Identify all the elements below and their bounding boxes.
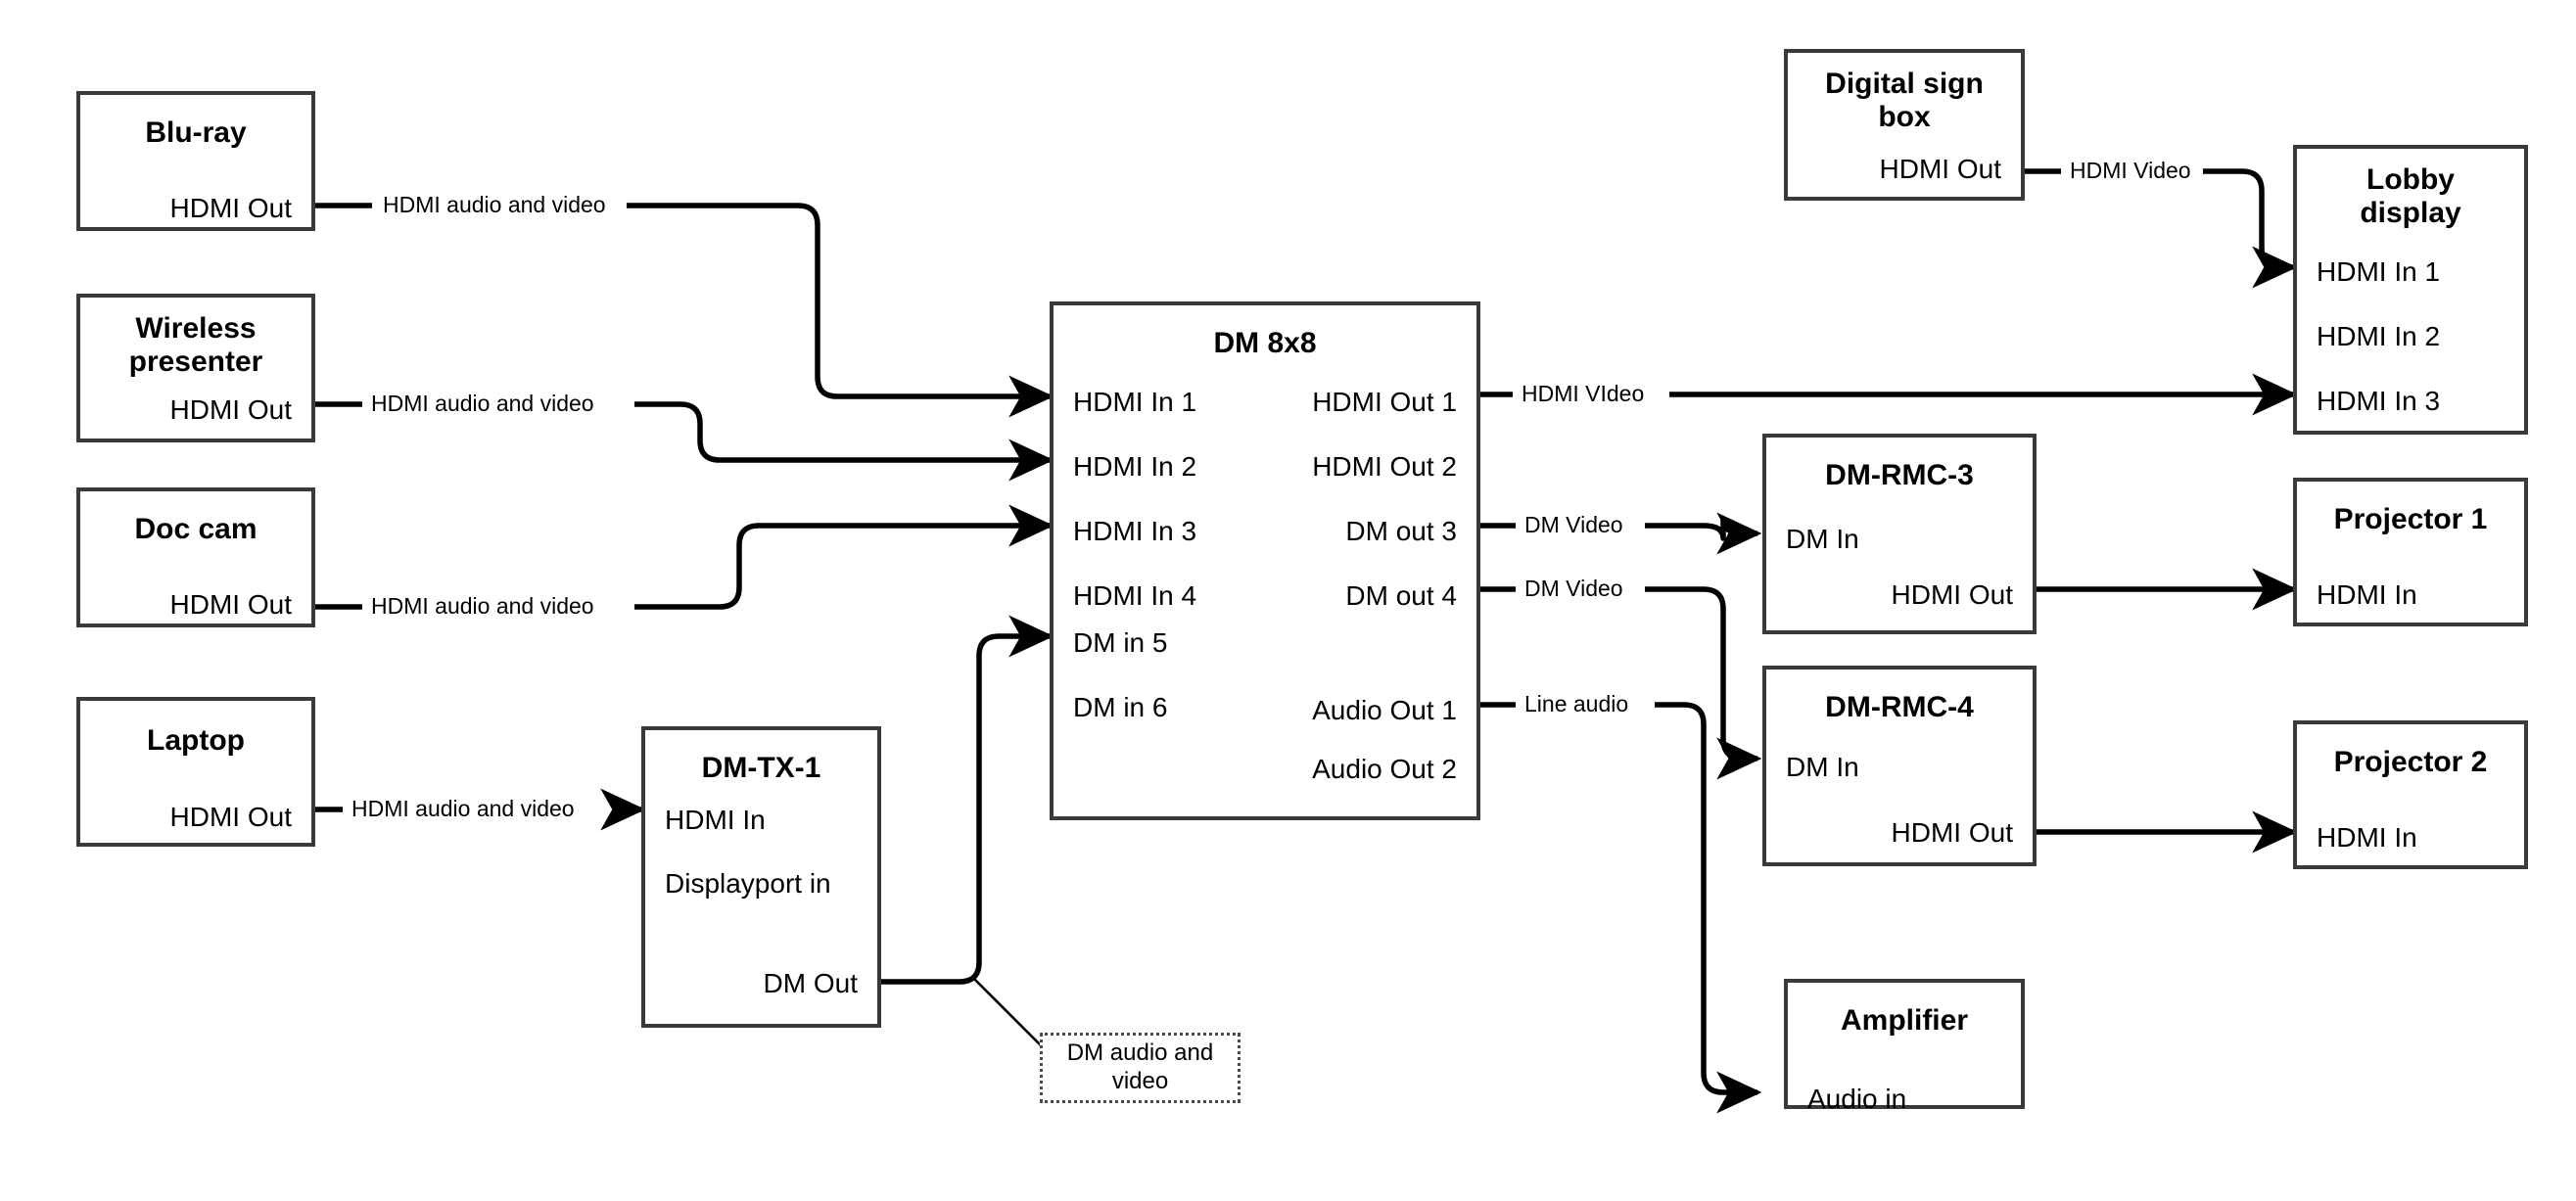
node-dm-8x8-output-hdmi-out-2: HDMI Out 2 bbox=[1312, 451, 1457, 482]
node-dm-8x8-output-hdmi-out-1: HDMI Out 1 bbox=[1312, 387, 1457, 417]
node-dm-rmc-4-port-hdmi-out: HDMI Out bbox=[1891, 817, 2013, 848]
node-dm-rmc-4-title: DM-RMC-4 bbox=[1825, 691, 1974, 723]
node-dm-8x8-output-dm-out-4: DM out 4 bbox=[1345, 580, 1457, 611]
node-dm-8x8-input-dm-in-5: DM in 5 bbox=[1073, 627, 1168, 658]
node-doc-cam-title: Doc cam bbox=[134, 513, 258, 545]
node-dm-8x8-input-hdmi-in-2: HDMI In 2 bbox=[1073, 451, 1197, 482]
node-lobby-display-title: Lobby display bbox=[2360, 163, 2461, 229]
node-wireless-presenter-port-hdmi-out: HDMI Out bbox=[169, 394, 292, 425]
node-dm-rmc-3-port-hdmi-out: HDMI Out bbox=[1891, 579, 2013, 610]
node-digital-sign-box-port-hdmi-out: HDMI Out bbox=[1879, 154, 2001, 184]
node-lobby-display-port-hdmi-in-3: HDMI In 3 bbox=[2317, 386, 2441, 416]
node-laptop-port-hdmi-out: HDMI Out bbox=[169, 802, 292, 832]
node-bluray-port-hdmi-out: HDMI Out bbox=[169, 193, 292, 223]
node-dm-rmc-4[interactable]: DM-RMC-4 DM In HDMI Out bbox=[1762, 666, 2037, 866]
node-lobby-display[interactable]: Lobby display HDMI In 1 HDMI In 2 HDMI I… bbox=[2293, 145, 2528, 435]
node-dm-8x8-output-dm-out-3: DM out 3 bbox=[1345, 516, 1457, 546]
callout-dm-audio-and-video-label: DM audio and video bbox=[1066, 1039, 1214, 1094]
edge-label-doccam-to-hdmi-in-3: HDMI audio and video bbox=[366, 595, 599, 618]
callout-dm-audio-and-video: DM audio and video bbox=[1040, 1033, 1241, 1103]
node-amplifier-title: Amplifier bbox=[1840, 1004, 1969, 1037]
node-dm-rmc-3[interactable]: DM-RMC-3 DM In HDMI Out bbox=[1762, 434, 2037, 634]
node-doc-cam-port-hdmi-out: HDMI Out bbox=[169, 589, 292, 620]
edge-label-bluray-to-hdmi-in-1: HDMI audio and video bbox=[378, 194, 611, 216]
node-projector-2-title: Projector 2 bbox=[2333, 746, 2488, 778]
edge-label-dm-out-4-to-rmc4: DM Video bbox=[1520, 577, 1628, 600]
node-dm-8x8-input-hdmi-in-1: HDMI In 1 bbox=[1073, 387, 1197, 417]
edge-label-hdmi-out-1-to-lobby: HDMI VIdeo bbox=[1517, 383, 1650, 405]
node-dm-rmc-4-port-dm-in: DM In bbox=[1786, 752, 1859, 782]
wire-dmtx-to-dm-in-5 bbox=[881, 615, 1054, 985]
wire-bluray-to-hdmi-in-1 bbox=[315, 203, 1050, 396]
node-lobby-display-port-hdmi-in-2: HDMI In 2 bbox=[2317, 321, 2441, 351]
node-dm-8x8-title: DM 8x8 bbox=[1213, 327, 1317, 359]
node-dm-tx-1-port-displayport-in: Displayport in bbox=[665, 868, 831, 899]
node-bluray-title: Blu-ray bbox=[145, 116, 247, 149]
node-dm-8x8-output-audio-out-1: Audio Out 1 bbox=[1312, 695, 1457, 725]
wire-dm-out-4-to-rmc4 bbox=[1480, 586, 1757, 759]
node-dm-tx-1-port-hdmi-in: HDMI In bbox=[665, 805, 766, 835]
node-digital-sign-box[interactable]: Digital sign box HDMI Out bbox=[1784, 49, 2025, 201]
node-projector-2-port-hdmi-in: HDMI In bbox=[2317, 822, 2417, 853]
node-doc-cam[interactable]: Doc cam HDMI Out bbox=[76, 487, 315, 627]
node-dm-tx-1[interactable]: DM-TX-1 HDMI In Displayport in DM Out bbox=[641, 726, 881, 1028]
node-laptop[interactable]: Laptop HDMI Out bbox=[76, 697, 315, 847]
node-bluray[interactable]: Blu-ray HDMI Out bbox=[76, 91, 315, 231]
node-projector-1-title: Projector 1 bbox=[2333, 503, 2488, 535]
node-dm-rmc-3-title: DM-RMC-3 bbox=[1825, 459, 1974, 491]
node-projector-2[interactable]: Projector 2 HDMI In bbox=[2293, 720, 2528, 869]
edge-label-dm-out-3-to-rmc3: DM Video bbox=[1520, 514, 1628, 536]
node-wireless-presenter[interactable]: Wireless presenter HDMI Out bbox=[76, 294, 315, 442]
node-dm-tx-1-title: DM-TX-1 bbox=[701, 752, 821, 784]
node-dm-tx-1-port-dm-out: DM Out bbox=[763, 968, 858, 998]
wire-audio-out-1-to-amplifier bbox=[1480, 702, 1757, 1092]
node-dm-rmc-3-port-dm-in: DM In bbox=[1786, 524, 1859, 554]
node-amplifier-port-audio-in: Audio in bbox=[1807, 1084, 1907, 1114]
node-dm-8x8-input-dm-in-6: DM in 6 bbox=[1073, 692, 1168, 722]
node-amplifier[interactable]: Amplifier Audio in bbox=[1784, 979, 2025, 1113]
node-laptop-title: Laptop bbox=[147, 724, 245, 757]
node-dm-8x8-input-hdmi-in-3: HDMI In 3 bbox=[1073, 516, 1197, 546]
node-projector-1-port-hdmi-in: HDMI In bbox=[2317, 579, 2417, 610]
node-dm-8x8-output-audio-out-2: Audio Out 2 bbox=[1312, 754, 1457, 784]
edge-label-audio-out-1-to-amp: Line audio bbox=[1520, 693, 1634, 716]
edge-label-sign-to-lobby: HDMI Video bbox=[2065, 160, 2196, 182]
edge-label-wireless-to-hdmi-in-2: HDMI audio and video bbox=[366, 393, 599, 415]
node-dm-8x8[interactable]: DM 8x8 HDMI In 1 HDMI In 2 HDMI In 3 HDM… bbox=[1050, 301, 1480, 820]
edge-label-laptop-to-dmtx: HDMI audio and video bbox=[347, 798, 580, 820]
wire-callout-leader bbox=[973, 978, 1049, 1053]
node-dm-8x8-input-hdmi-in-4: HDMI In 4 bbox=[1073, 580, 1197, 611]
node-wireless-presenter-title: Wireless presenter bbox=[128, 312, 263, 378]
node-digital-sign-box-title: Digital sign box bbox=[1825, 68, 1984, 133]
wire-sign-to-lobby-hdmi-in-1 bbox=[2025, 168, 2293, 267]
node-lobby-display-port-hdmi-in-1: HDMI In 1 bbox=[2317, 256, 2441, 287]
node-projector-1[interactable]: Projector 1 HDMI In bbox=[2293, 478, 2528, 626]
